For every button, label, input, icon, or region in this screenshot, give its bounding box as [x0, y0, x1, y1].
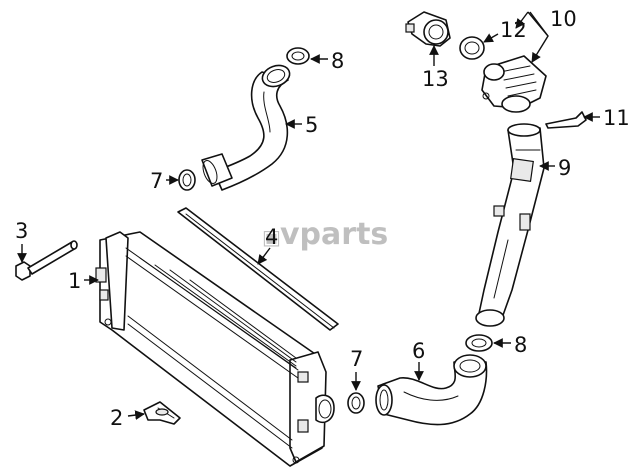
- throttle-housing-part: [481, 55, 547, 113]
- charge-air-pipe-part: [475, 123, 545, 327]
- callout-label: 12: [500, 18, 527, 42]
- callout-4: 4: [257, 225, 278, 265]
- watermark: ▣ vparts: [262, 217, 388, 252]
- callout-5: 5: [285, 113, 318, 137]
- callout-13: 13: [422, 45, 449, 91]
- callout-8-upper: 8: [310, 49, 344, 73]
- callout-label: 1: [68, 269, 81, 293]
- gasket-upper-part: [286, 47, 310, 65]
- callout-9: 9: [539, 156, 571, 180]
- clamp-ring-part: [459, 36, 485, 60]
- callout-11: 11: [583, 106, 630, 130]
- lower-hose-part: [375, 354, 488, 426]
- connector-part: [405, 11, 451, 47]
- callout-label: 10: [550, 7, 577, 31]
- bolt-part: [15, 240, 78, 281]
- callout-12: 12: [483, 18, 527, 43]
- callout-8-lower: 8: [493, 333, 527, 357]
- callout-label: 8: [514, 333, 527, 357]
- callout-7-upper: 7: [150, 169, 179, 193]
- callout-1: 1: [68, 269, 99, 293]
- gasket-lower-part: [465, 334, 493, 352]
- o-ring-lower-part: [347, 392, 365, 414]
- callout-label: 7: [150, 169, 163, 193]
- callout-label: 8: [331, 49, 344, 73]
- callout-label: 5: [305, 113, 318, 137]
- mounting-bracket-part: [143, 401, 181, 425]
- intercooler-part: [95, 231, 335, 467]
- callout-arrow: [257, 247, 271, 265]
- callout-label: 4: [265, 225, 278, 249]
- callout-arrow: [127, 410, 145, 420]
- callout-arrow: [483, 33, 499, 43]
- callout-label: 6: [412, 339, 425, 363]
- upper-hose-part: [201, 64, 291, 191]
- seal-strip-part: [177, 207, 339, 331]
- callout-7-lower: 7: [350, 347, 363, 391]
- callout-bracket: [529, 11, 549, 37]
- callout-label: 3: [15, 219, 28, 243]
- callout-arrow: [527, 11, 549, 63]
- callout-label: 7: [350, 347, 363, 371]
- o-ring-upper-part: [178, 169, 196, 191]
- watermark-text: vparts: [280, 217, 388, 252]
- callout-label: 2: [110, 406, 123, 430]
- callout-3: 3: [15, 219, 28, 263]
- callout-arrow: [515, 11, 529, 29]
- clip-part: [545, 111, 587, 129]
- callout-label: 11: [603, 106, 630, 130]
- callout-6: 6: [412, 339, 425, 381]
- callout-label: 9: [558, 156, 571, 180]
- callout-2: 2: [110, 406, 145, 430]
- watermark-logo-icon: ▣: [262, 225, 281, 249]
- callout-label: 13: [422, 67, 449, 91]
- callout-10: 10: [515, 7, 577, 63]
